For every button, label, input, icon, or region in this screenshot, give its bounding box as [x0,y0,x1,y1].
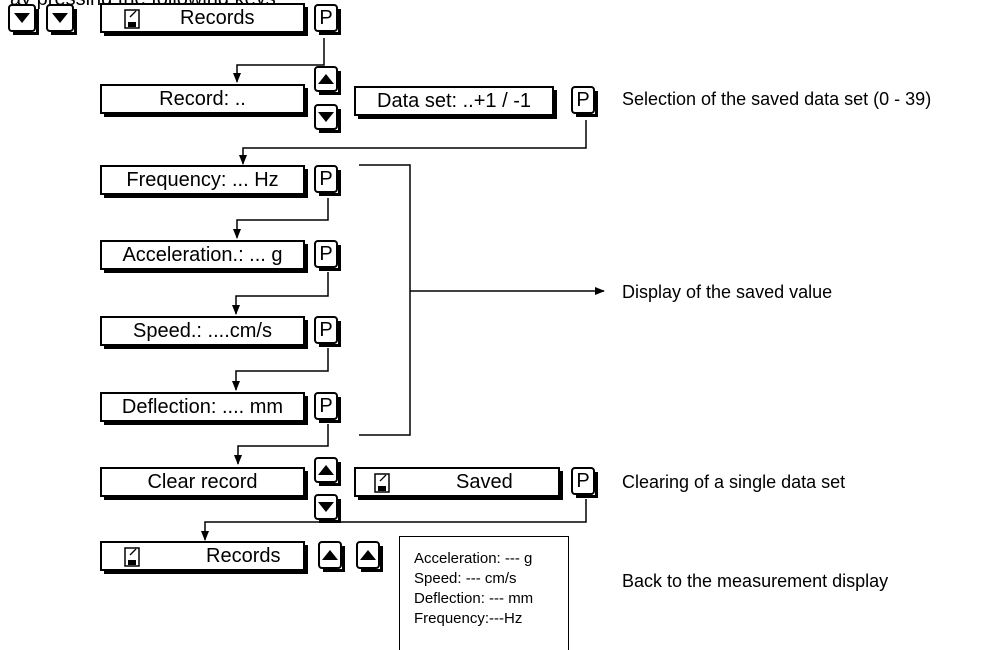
down-triangle-icon [14,13,30,23]
note-back: Back to the measurement display [622,571,889,591]
panel-line-deflection: Deflection: --- mm [414,590,534,607]
p-key-label: P [576,469,590,492]
frequency-box: Frequency: ... Hz [100,165,308,198]
up-triangle-icon [318,465,334,475]
note-display-saved: Display of the saved value [622,282,833,302]
speed-label: Speed.: ....cm/s [133,320,272,342]
data-set-label: Data set: ..+1 / -1 [377,90,531,112]
note-clearing: Clearing of a single data set [622,472,846,492]
up-triangle-icon [322,550,338,560]
connector-dataset-to-frequency [239,120,587,165]
panel-line-acceleration: Acceleration: --- g [414,550,533,567]
acceleration-box: Acceleration.: ... g [100,240,308,273]
p-key-data-set[interactable]: P [571,86,598,117]
record-label: Record: .. [159,88,246,110]
records-bottom-box[interactable]: Records [100,541,308,574]
up-key-clear[interactable] [314,457,341,486]
deflection-label: Deflection: .... mm [121,396,284,418]
up-key-records-2[interactable] [356,541,383,572]
up-key-records-1[interactable] [318,541,345,572]
saved-box: Saved [354,467,563,500]
connector-speed-to-deflection [232,348,329,391]
p-key-label: P [319,242,333,265]
records-bottom-label: Records [206,545,281,567]
p-key-frequency[interactable]: P [314,165,341,196]
connector-saved-to-records [201,499,587,541]
p-key-records[interactable]: P [314,4,341,35]
p-key-deflection[interactable]: P [314,392,341,423]
connector-frequency-to-acceleration [233,198,329,239]
down-key-2[interactable] [46,4,77,35]
p-key-label: P [319,394,333,417]
memory-card-icon [124,547,140,567]
clear-record-label: Clear record [147,471,258,493]
memory-card-icon [124,9,140,29]
record-box: Record: .. [100,84,308,117]
deflection-box: Deflection: .... mm [100,392,308,425]
up-triangle-icon [318,74,334,84]
p-key-label: P [576,88,590,111]
connector-records-to-record [233,38,325,83]
p-key-saved[interactable]: P [571,467,598,498]
data-set-box: Data set: ..+1 / -1 [354,86,557,119]
note-selection: Selection of the saved data set (0 - 39) [622,89,932,109]
p-key-label: P [319,318,333,341]
down-key-clear[interactable] [314,494,341,523]
memory-card-icon [374,473,390,493]
connector-acceleration-to-speed [232,272,329,315]
p-key-acceleration[interactable]: P [314,240,341,271]
bracket-saved-values [359,164,411,436]
measurement-display-panel: Acceleration: --- g Speed: --- cm/s Defl… [399,536,569,650]
p-key-label: P [319,6,333,29]
down-key-1[interactable] [8,4,39,35]
records-menu-box[interactable]: Records [100,3,308,36]
up-key-record[interactable] [314,66,341,95]
down-key-record[interactable] [314,104,341,133]
panel-line-speed: Speed: --- cm/s [414,570,517,587]
clear-record-box: Clear record [100,467,308,500]
up-triangle-icon [360,550,376,560]
records-label: Records [180,7,255,29]
frequency-label: Frequency: ... Hz [126,169,279,191]
down-triangle-icon [318,112,334,122]
p-key-label: P [319,167,333,190]
connector-deflection-to-clear [234,424,329,465]
panel-line-frequency: Frequency:---Hz [414,610,523,627]
acceleration-label: Acceleration.: ... g [122,244,283,266]
down-triangle-icon [318,502,334,512]
speed-box: Speed.: ....cm/s [100,316,308,349]
saved-label: Saved [456,471,513,493]
p-key-speed[interactable]: P [314,316,341,347]
down-triangle-icon [52,13,68,23]
